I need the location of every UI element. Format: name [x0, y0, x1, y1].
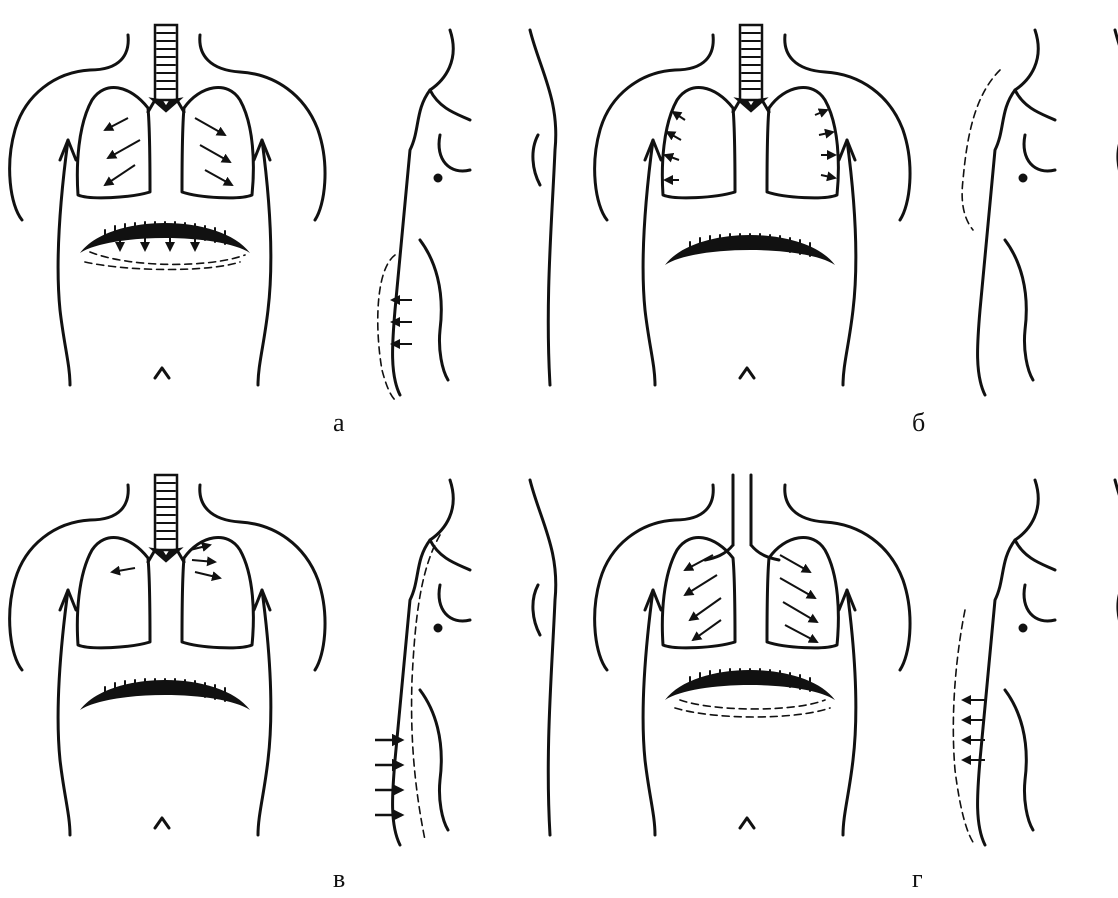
panel-g-side	[953, 480, 1118, 845]
panel-a-front	[10, 25, 325, 385]
panel-a-side	[378, 30, 556, 400]
panel-b-front	[595, 25, 910, 385]
panel-b-side	[962, 30, 1118, 395]
panel-label-a: а	[333, 410, 345, 436]
panel-g-front	[595, 475, 910, 835]
panel-v-side	[375, 480, 556, 845]
panel-label-v: в	[333, 866, 345, 892]
panel-label-g: г	[912, 866, 923, 892]
panel-label-b: б	[912, 410, 925, 436]
panel-v-front	[10, 475, 325, 835]
